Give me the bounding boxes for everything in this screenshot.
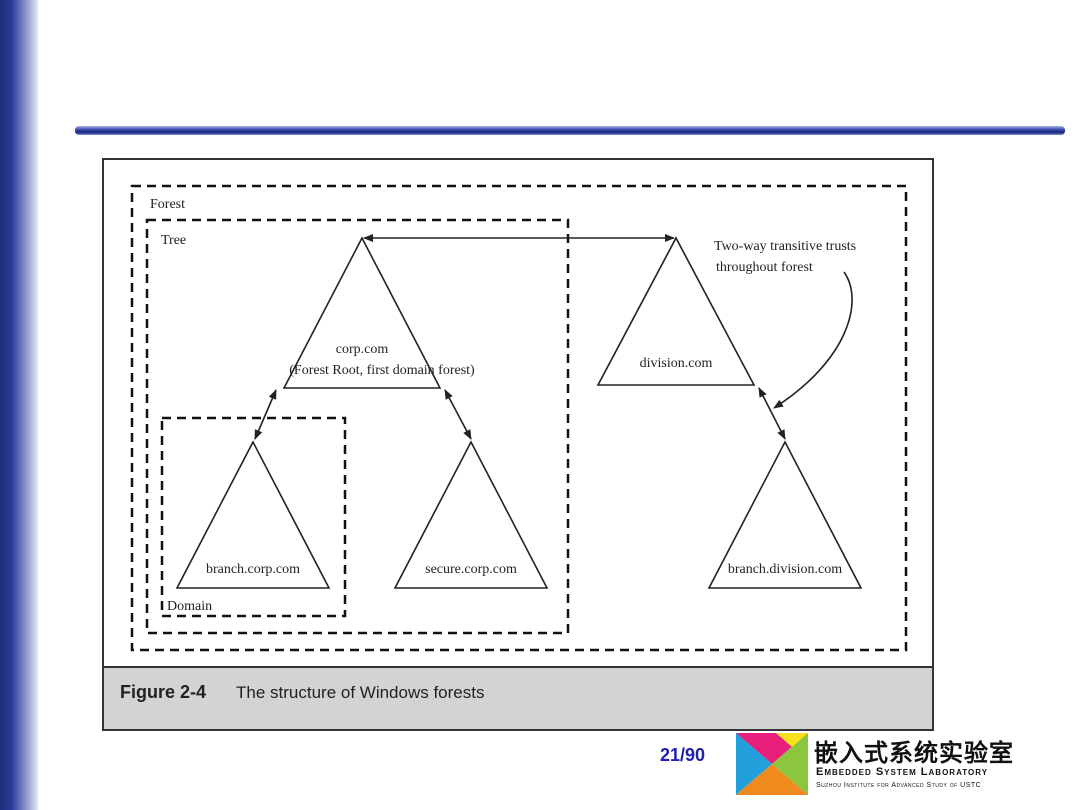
lab-name-english: Embedded System Laboratory bbox=[816, 766, 989, 778]
trust-annotation-line1: Two-way transitive trusts bbox=[714, 239, 856, 254]
domain-label: Domain bbox=[167, 599, 212, 614]
forest-structure-figure: Forest Tree Domain corp.com (Forest Root… bbox=[102, 158, 934, 731]
trust-annotation-pointer bbox=[773, 271, 853, 409]
forest-boundary bbox=[130, 184, 908, 652]
branch-corp-label: branch.corp.com bbox=[206, 562, 300, 577]
division-label: division.com bbox=[640, 356, 713, 371]
domain-boundary bbox=[160, 416, 347, 618]
lab-logo-icon bbox=[736, 733, 808, 795]
secure-corp-label: secure.corp.com bbox=[425, 562, 517, 577]
page-number: 21/90 bbox=[660, 745, 706, 765]
division-domain-triangle bbox=[596, 236, 756, 386]
trust-arrow-corp-branch bbox=[254, 389, 277, 440]
tree-label: Tree bbox=[161, 233, 186, 248]
figure-caption-text: The structure of Windows forests bbox=[236, 683, 485, 702]
trust-arrow-division-branch bbox=[758, 387, 786, 440]
lab-name-chinese: 嵌入式系统实验室 bbox=[814, 738, 1014, 767]
branch-division-label: branch.division.com bbox=[728, 562, 842, 577]
secure-corp-triangle bbox=[393, 440, 549, 589]
branch-corp-triangle bbox=[175, 440, 331, 589]
corp-domain-triangle bbox=[282, 236, 442, 389]
sidebar-accent-bar bbox=[0, 0, 38, 810]
tree-boundary bbox=[145, 218, 570, 635]
corp-label: corp.com bbox=[336, 342, 389, 357]
lab-institute-name: Suzhou Institute for Advanced Study of U… bbox=[816, 782, 982, 789]
title-divider bbox=[75, 126, 1065, 135]
figure-caption-label: Figure 2-4 bbox=[120, 682, 207, 702]
figure-caption-bar: Figure 2-4 The structure of Windows fore… bbox=[104, 666, 932, 729]
branch-division-triangle bbox=[707, 440, 863, 589]
forest-diagram: Forest Tree Domain corp.com (Forest Root… bbox=[130, 184, 908, 652]
corp-sub-label: (Forest Root, first domain forest) bbox=[289, 363, 475, 378]
trust-annotation-line2: throughout forest bbox=[716, 260, 813, 275]
forest-label: Forest bbox=[150, 197, 185, 212]
trust-arrow-corp-secure bbox=[444, 389, 472, 440]
